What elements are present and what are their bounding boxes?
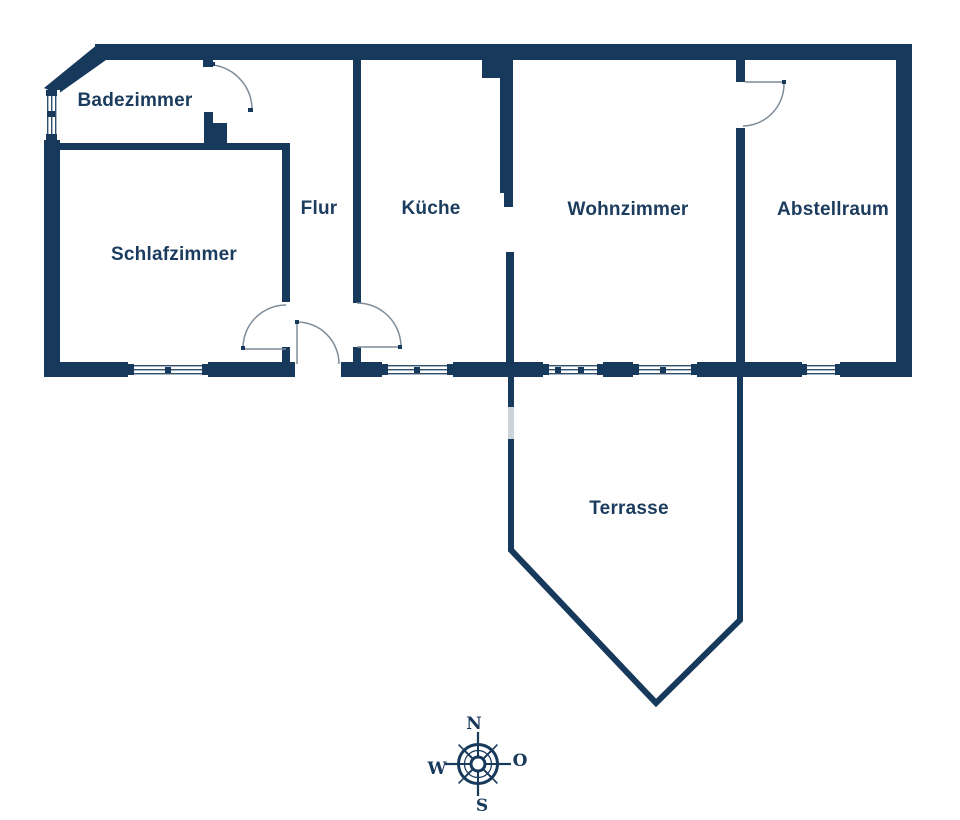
window-kueche xyxy=(382,362,453,377)
wall-flur-kueche xyxy=(353,60,361,303)
room-label-kueche: Küche xyxy=(401,198,461,219)
door-arc-kueche xyxy=(356,302,402,348)
wall-bottom-seg2 xyxy=(208,362,295,377)
room-label-wohnzimmer: Wohnzimmer xyxy=(567,199,689,220)
window-wohnzimmer-1 xyxy=(543,362,603,377)
compass-label-south: S xyxy=(475,796,489,816)
wall-bottom-seg3 xyxy=(341,362,382,377)
wall-bottom-seg1 xyxy=(44,362,128,377)
compass-label-east: O xyxy=(512,751,528,771)
window-wohnzimmer-2 xyxy=(633,362,697,377)
window-badezimmer xyxy=(44,90,60,140)
wall-chamfer xyxy=(44,44,106,94)
wall-wohnzimmer-abstellraum-lower xyxy=(736,128,745,362)
window-abstellraum xyxy=(802,362,840,377)
door-arc-abstellraum xyxy=(742,83,785,127)
wall-kueche-wohnzimmer-upper xyxy=(500,60,513,193)
room-label-terrasse: Terrasse xyxy=(589,498,669,519)
watermark-blur xyxy=(495,407,645,439)
wall-bottom-seg6 xyxy=(697,362,802,377)
outer-walls xyxy=(44,44,912,377)
room-label-flur: Flur xyxy=(300,198,338,219)
compass-label-west: W xyxy=(427,759,447,779)
wall-bottom-seg4 xyxy=(453,362,543,377)
wall-schlafzimmer-flur xyxy=(282,150,290,302)
wall-schlafzimmer-top xyxy=(60,143,290,150)
wall-top xyxy=(95,44,912,60)
compass-rose-icon xyxy=(445,732,511,796)
door-arc-badezimmer xyxy=(212,64,253,111)
window-schlafzimmer xyxy=(128,362,208,377)
compass-label-north: N xyxy=(466,714,482,734)
wall-kueche-wohnzimmer-lower xyxy=(506,252,514,362)
room-label-badezimmer: Badezimmer xyxy=(77,90,193,111)
doors xyxy=(212,64,785,365)
wall-block-badezimmer xyxy=(204,123,227,143)
door-arc-schlafzimmer xyxy=(242,304,287,349)
room-label-schlafzimmer: Schlafzimmer xyxy=(111,244,237,265)
wall-bottom-seg5 xyxy=(603,362,633,377)
wall-bottom-seg7 xyxy=(840,362,912,377)
wall-stub-kueche-door xyxy=(353,347,361,363)
wall-kueche-wohnzimmer-step xyxy=(504,193,513,207)
wall-stub-schlafzimmer-door xyxy=(282,347,290,363)
interior-walls xyxy=(60,60,745,363)
wall-wohnzimmer-abstellraum-upper xyxy=(736,60,745,82)
windows xyxy=(44,90,840,377)
door-tips xyxy=(210,62,786,350)
wall-right xyxy=(896,44,912,377)
terrasse-outline xyxy=(508,377,743,708)
room-label-abstellraum: Abstellraum xyxy=(776,199,890,220)
wall-stub-badezimmer-top xyxy=(203,60,213,67)
wall-left xyxy=(44,140,60,377)
door-arc-entrance xyxy=(296,321,340,365)
